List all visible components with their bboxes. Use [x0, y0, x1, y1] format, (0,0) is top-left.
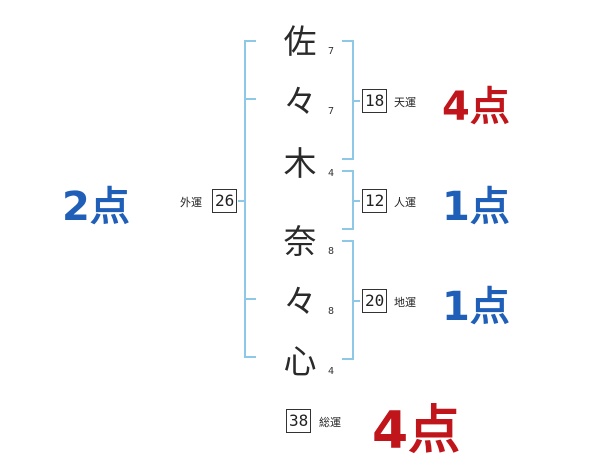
tenun-label: 天運: [394, 96, 416, 109]
name-char-4: 奈: [283, 222, 317, 261]
tenun-value-box: 18: [362, 89, 388, 113]
chiun-bracket-connector: [352, 300, 360, 302]
souun-value-box: 38: [286, 409, 312, 433]
tenun-bracket-top: [342, 40, 354, 42]
chiun-value-box: 20: [362, 289, 388, 313]
name-char-2: 々: [283, 82, 317, 121]
name-char-5: 々: [283, 282, 317, 321]
outer-bracket-connector: [238, 200, 246, 202]
jinun-bracket-connector: [352, 200, 360, 202]
chiun-bracket-bottom: [342, 358, 354, 360]
stroke-count-5: 8: [328, 306, 335, 317]
tenun-bracket-connector: [352, 100, 360, 102]
jinun-value-box: 12: [362, 189, 388, 213]
outer-bracket-bottom: [244, 356, 256, 358]
outer-bracket-tick-1: [244, 98, 256, 100]
outer-bracket-top: [244, 40, 256, 42]
stroke-count-3: 4: [328, 168, 335, 179]
stroke-count-6: 4: [328, 366, 335, 377]
jinun-score: 1点: [442, 184, 510, 230]
outer-bracket-tick-2: [244, 298, 256, 300]
gaiun-label: 外運: [180, 196, 202, 209]
jinun-bracket-top: [342, 170, 354, 172]
outer-bracket-vertical: [244, 40, 246, 358]
jinun-bracket-bottom: [342, 228, 354, 230]
tenun-score: 4点: [442, 84, 510, 130]
gaiun-score: 2点: [62, 184, 130, 230]
chiun-bracket-top: [342, 240, 354, 242]
chiun-label: 地運: [394, 296, 416, 309]
stroke-count-2: 7: [328, 106, 335, 117]
stroke-count-1: 7: [328, 46, 335, 57]
souun-label: 総運: [319, 416, 341, 429]
tenun-bracket-bottom: [342, 158, 354, 160]
name-char-3: 木: [283, 144, 317, 183]
name-char-6: 心: [283, 342, 317, 381]
jinun-label: 人運: [394, 196, 416, 209]
stroke-count-4: 8: [328, 246, 335, 257]
souun-score: 4点: [372, 401, 461, 461]
chiun-score: 1点: [442, 284, 510, 330]
gaiun-value-box: 26: [212, 189, 238, 213]
name-char-1: 佐: [283, 22, 317, 61]
